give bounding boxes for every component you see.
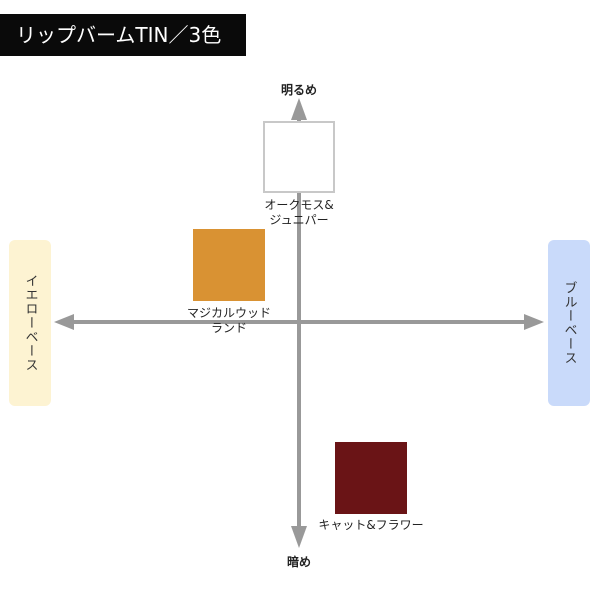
label-oakmoss-juniper: オークモス& ジュニパー (224, 198, 374, 228)
yellow-base-text: イエローベース (22, 274, 38, 372)
label-line: オークモス& (264, 198, 334, 212)
label-line: マジカルウッド (186, 306, 271, 320)
label-magical-woodland: マジカルウッド ランド (154, 306, 304, 336)
label-cat-flower: キャット&フラワー (296, 518, 446, 533)
yellow-base-label: イエローベース (9, 240, 51, 406)
arrow-right-icon (524, 314, 544, 330)
arrow-left-icon (54, 314, 74, 330)
arrow-up-icon (291, 98, 307, 120)
arrow-down-icon (291, 526, 307, 548)
swatch-oakmoss-juniper (263, 121, 335, 193)
axis-label-top: 明るめ (280, 83, 317, 97)
page-title: リップバームTIN／3色 (0, 14, 246, 56)
axis-label-bottom: 暗め (286, 555, 311, 569)
label-line: ランド (210, 321, 247, 335)
blue-base-label: ブルーベース (548, 240, 590, 406)
swatch-magical-woodland (193, 229, 265, 301)
swatch-cat-flower (335, 442, 407, 514)
label-line: キャット&フラワー (318, 518, 424, 532)
label-line: ジュニパー (269, 213, 329, 227)
horizontal-axis (54, 314, 544, 330)
blue-base-text: ブルーベース (561, 281, 577, 365)
